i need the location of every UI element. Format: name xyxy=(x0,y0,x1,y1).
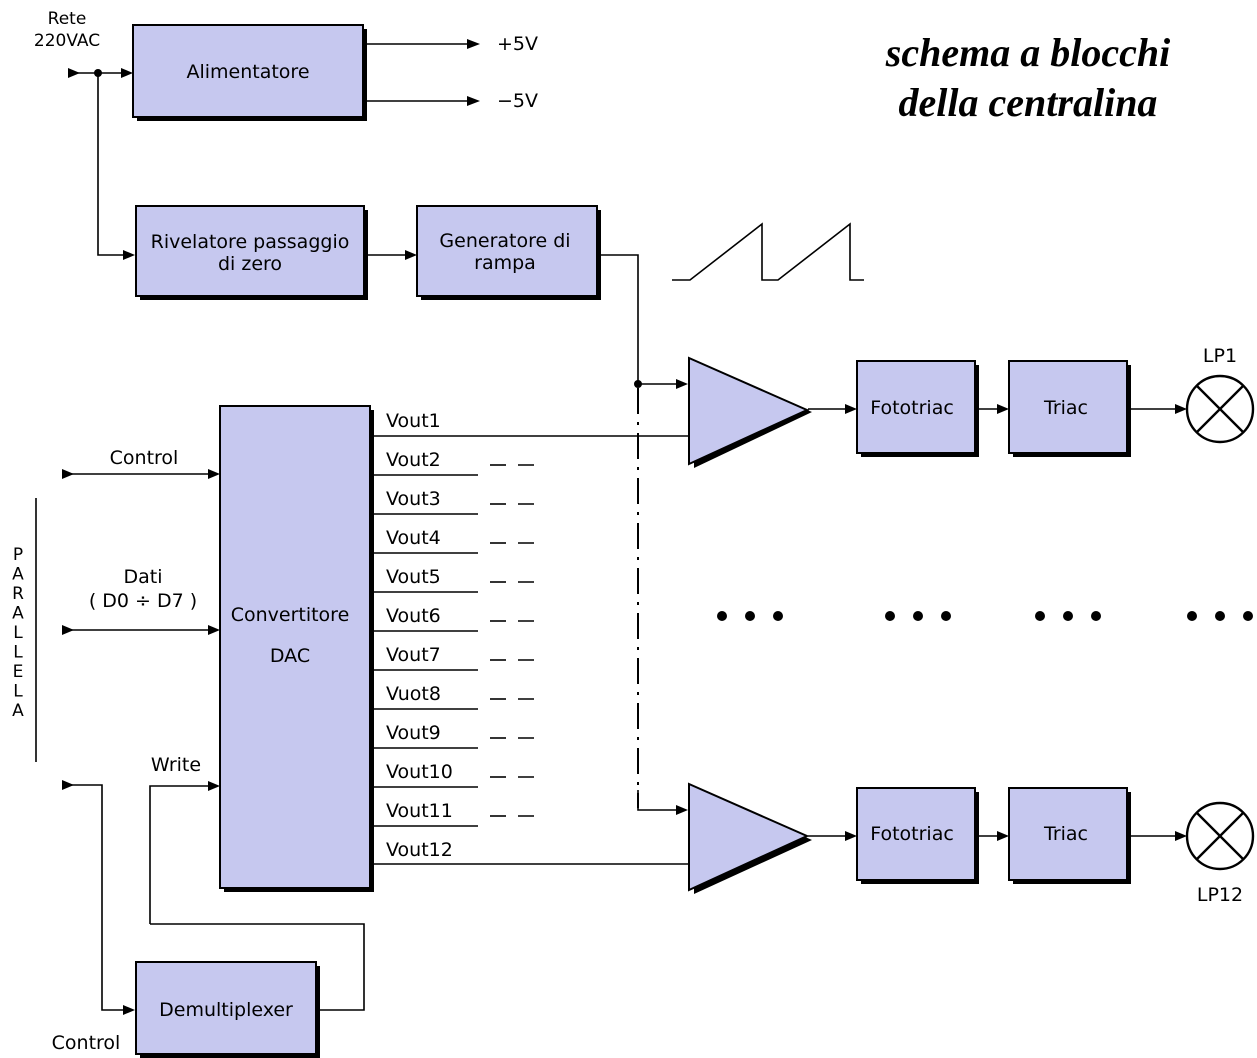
triac-top-label: Triac xyxy=(1043,397,1088,419)
fototriac-bottom-block: Fototriac xyxy=(856,787,979,884)
dac-output-label: Vout4 xyxy=(386,527,441,549)
dac-label-line1: Convertitore xyxy=(231,604,350,626)
parallel-port-letter: L xyxy=(13,682,23,702)
diagram-title-line2: della centralina xyxy=(899,80,1158,125)
rivelatore-label-line2: di zero xyxy=(218,253,282,275)
dac-output-label: Vout1 xyxy=(386,410,441,432)
parallel-port-letter: A xyxy=(12,604,24,624)
convertitore-dac-block: Convertitore DAC xyxy=(219,405,374,892)
triac-bottom-label: Triac xyxy=(1043,823,1088,845)
dac-output-label: Vout12 xyxy=(386,839,453,861)
dac-label-line2: DAC xyxy=(270,645,310,667)
dac-output-label: Vout10 xyxy=(386,761,453,783)
parallel-port-letter: R xyxy=(12,584,24,604)
dac-output-label: Vout2 xyxy=(386,449,441,471)
generatore-label-line2: rampa xyxy=(474,252,536,274)
lamp-lp12-label: LP12 xyxy=(1197,884,1243,906)
parallel-port-letter: L xyxy=(13,643,23,663)
triac-bottom-block: Triac xyxy=(1008,787,1131,884)
generatore-label-line1: Generatore di xyxy=(439,230,570,252)
alimentatore-label: Alimentatore xyxy=(186,61,309,83)
fototriac-top-label: Fototriac xyxy=(870,397,954,419)
parallel-port-letter: L xyxy=(13,623,23,643)
sawtooth-waveform xyxy=(672,222,864,281)
control-top-label: Control xyxy=(110,447,179,469)
fototriac-top-block: Fototriac xyxy=(856,360,979,457)
control-bottom-label: Control xyxy=(52,1032,121,1054)
dati-label-line1: Dati xyxy=(123,566,162,588)
parallel-port-letter: A xyxy=(12,565,24,585)
parallel-port-letter: P xyxy=(13,545,23,565)
dac-output-label: Vout9 xyxy=(386,722,441,744)
rivelatore-label-line1: Rivelatore passaggio xyxy=(151,231,350,253)
dati-label-line2: ( D0 ÷ D7 ) xyxy=(89,590,197,612)
dac-output-label: Vout3 xyxy=(386,488,441,510)
dac-output-lines: Vout1Vout2Vout3Vout4Vout5Vout6Vout7Vuot8… xyxy=(374,410,545,861)
plus5v-label: +5V xyxy=(497,33,538,55)
alimentatore-block: Alimentatore xyxy=(132,24,367,121)
lamp-lp1-label: LP1 xyxy=(1203,345,1237,367)
parallel-port-letter: A xyxy=(12,701,24,721)
parallel-port-letter: E xyxy=(13,662,24,682)
demultiplexer-block: Demultiplexer xyxy=(135,961,320,1058)
ellipsis-dots xyxy=(717,611,1253,621)
amplifier-bottom xyxy=(688,782,812,894)
lamp-lp12-icon xyxy=(1185,801,1255,871)
triac-top-block: Triac xyxy=(1008,360,1131,457)
generatore-rampa-block: Generatore di rampa xyxy=(416,205,601,300)
diagram-title-line1: schema a blocchi xyxy=(885,30,1170,75)
dac-output-label: Vout6 xyxy=(386,605,441,627)
mains-label-line1: Rete xyxy=(48,9,87,29)
dac-output-label: Vout7 xyxy=(386,644,441,666)
rivelatore-block: Rivelatore passaggio di zero xyxy=(135,205,368,300)
dac-output-label: Vout11 xyxy=(386,800,453,822)
dac-output-label: Vout5 xyxy=(386,566,441,588)
dac-output-label: Vuot8 xyxy=(386,683,441,705)
mains-label-line2: 220VAC xyxy=(34,31,100,51)
fototriac-bottom-label: Fototriac xyxy=(870,823,954,845)
lamp-lp1-icon xyxy=(1185,374,1255,444)
amplifier-top xyxy=(688,356,812,468)
demultiplexer-label: Demultiplexer xyxy=(159,999,293,1021)
minus5v-label: −5V xyxy=(497,90,538,112)
write-label: Write xyxy=(151,754,201,776)
